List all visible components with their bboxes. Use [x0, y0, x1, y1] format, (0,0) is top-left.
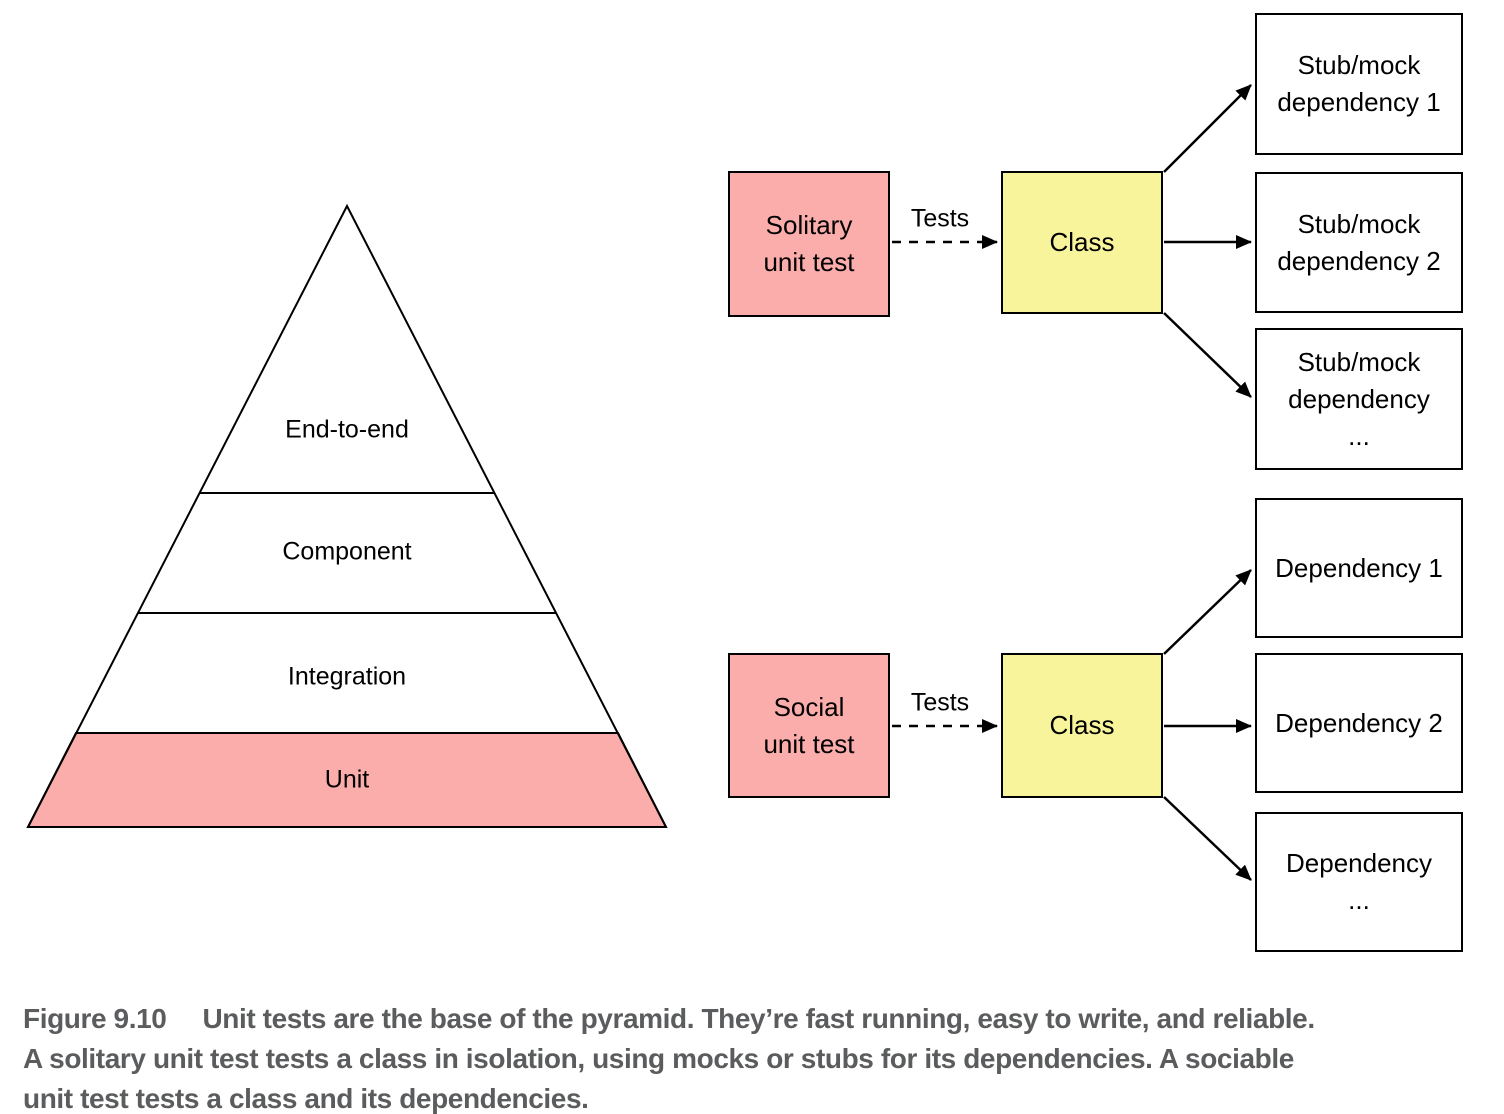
- solitary-arrow-dependency-1: [1163, 84, 1252, 173]
- pyramid-outline: [26, 203, 668, 828]
- figure-caption-line-1: Unit tests are the base of the pyramid. …: [202, 1003, 1315, 1034]
- solitary-tests-arrow-label: Tests: [910, 204, 970, 233]
- pyramid-level-label-component: Component: [282, 537, 412, 566]
- social-unit-test-box: Social unit test: [728, 653, 890, 798]
- stub-mock-dependency-2-box: Stub/mock dependency 2: [1255, 172, 1463, 313]
- dependency-1-box: Dependency 1: [1255, 498, 1463, 638]
- figure-caption-line-3: unit test tests a class and its dependen…: [23, 1083, 589, 1114]
- stub-mock-dependency-etc-box: Stub/mock dependency ...: [1255, 328, 1463, 470]
- stub-mock-dependency-1-box: Stub/mock dependency 1: [1255, 13, 1463, 155]
- social-class-box: Class: [1001, 653, 1163, 798]
- pyramid-level-label-unit: Unit: [324, 765, 370, 794]
- figure-caption: Figure 9.10 Unit tests are the base of th…: [23, 999, 1493, 1114]
- dependency-2-box: Dependency 2: [1255, 653, 1463, 793]
- social-arrow-dependency-1: [1163, 569, 1252, 655]
- social-class-label: Class: [1049, 710, 1115, 740]
- diagram-canvas: [26, 84, 1252, 881]
- solitary-unit-test-label-line-1: Solitary: [765, 210, 853, 240]
- solitary-unit-test-label-line-2: unit test: [763, 247, 855, 277]
- pyramid-level-label-integration: Integration: [287, 662, 407, 691]
- social-unit-test-label-line-2: unit test: [763, 728, 855, 759]
- solitary-class-box: Class: [1001, 171, 1163, 314]
- dependency-etc-box: Dependency ...: [1255, 812, 1463, 952]
- social-arrow-dependency-3: [1163, 796, 1252, 881]
- social-unit-test-label-line-1: Social: [773, 691, 845, 722]
- social-tests-arrow-label: Tests: [910, 688, 970, 717]
- solitary-unit-test-box: Solitary unit test: [728, 171, 890, 317]
- pyramid-level-label-end-to-end: End-to-end: [285, 415, 409, 444]
- figure-caption-line-2: A solitary unit test tests a class in is…: [23, 1043, 1294, 1074]
- figure-caption-number: Figure 9.10: [23, 1003, 167, 1034]
- solitary-class-label: Class: [1049, 227, 1115, 257]
- solitary-arrow-dependency-3: [1163, 312, 1252, 398]
